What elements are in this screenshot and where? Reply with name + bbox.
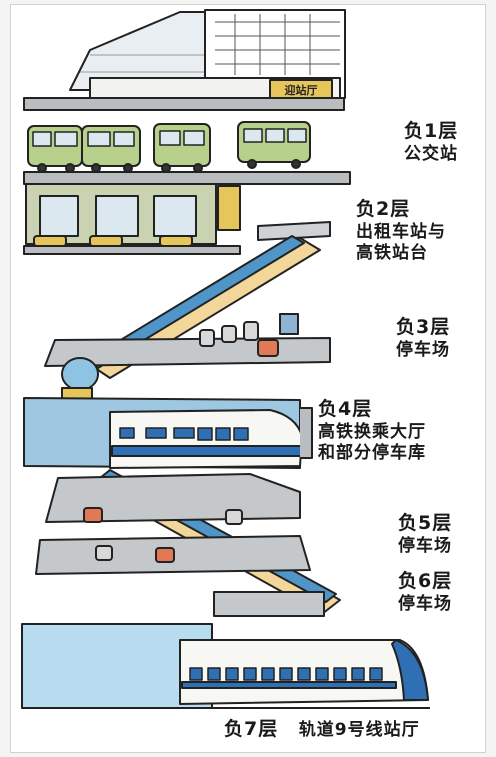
level-desc: 停车场 xyxy=(398,593,452,614)
level-title: 负5层 xyxy=(398,512,453,534)
taxi-icon xyxy=(159,235,193,247)
level-label-b5: 负5层 停车场 xyxy=(398,512,452,557)
car-icon xyxy=(155,547,175,563)
level-title: 负3层 xyxy=(396,316,451,338)
level-title: 负7层 xyxy=(224,718,279,740)
slab-b2 xyxy=(23,171,351,185)
level-label-b1: 负1层 公交站 xyxy=(404,120,458,165)
level-title: 负2层 xyxy=(356,198,411,220)
level-desc: 停车场 xyxy=(398,535,452,556)
car-group xyxy=(199,313,299,357)
level-desc: 和部分停车库 xyxy=(318,443,426,463)
car-icon xyxy=(257,339,279,357)
taxi-platform xyxy=(23,183,331,255)
taxi-icon xyxy=(33,235,67,247)
level-label-b3: 负3层 停车场 xyxy=(396,316,450,361)
level-desc: 轨道9号线站厅 xyxy=(298,720,420,740)
level-label-b2: 负2层 出租车站与 高铁站台 xyxy=(356,198,446,264)
level-label-b6: 负6层 停车场 xyxy=(398,570,452,615)
level-title: 负1层 xyxy=(404,120,459,142)
station-building xyxy=(69,9,346,101)
taxi-icon xyxy=(89,235,123,247)
level-desc: 停车场 xyxy=(396,339,450,360)
car-icon xyxy=(83,507,103,523)
level-label-b7: 负7层 轨道9号线站厅 xyxy=(224,718,420,742)
level-title: 负6层 xyxy=(398,570,453,592)
level-desc: 高铁换乘大厅 xyxy=(318,421,426,442)
level-desc: 高铁站台 xyxy=(356,243,428,263)
level-label-b4: 负4层 高铁换乘大厅 和部分停车库 xyxy=(318,398,426,464)
bus-group xyxy=(27,121,311,173)
slab-b1 xyxy=(23,97,345,111)
station-sign-text: 迎站厅 xyxy=(285,83,318,97)
level-desc: 公交站 xyxy=(404,143,458,164)
elevator-dome xyxy=(61,357,99,391)
level-title: 负4层 xyxy=(318,398,373,420)
level-desc: 出租车站与 xyxy=(356,221,446,242)
